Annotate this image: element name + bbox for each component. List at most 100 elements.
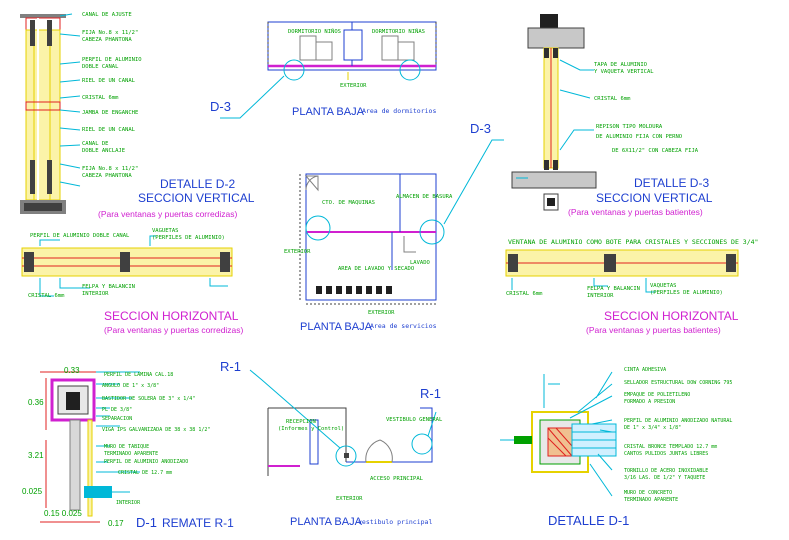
remate-dim: 0.025 [22,487,43,496]
remate-dim: 0.36 [28,398,44,407]
remate-note: PL DE 3/8" [102,407,132,413]
d2-h-note: (PERFILES DE ALUMINIO) [152,235,225,241]
plan-servicios [299,139,504,305]
d2-note: CRISTAL 6mm [82,95,119,101]
d3-horizontal-section [505,249,739,293]
d2-h-note: FELPA Y BALANCIN [82,284,135,290]
d1-note: CRISTAL BRONCE TEMPLADO 12.7 mm [624,444,717,450]
remate-dim: 0.15 0.025 [44,509,82,518]
d1-note: DE 1" x 3/4" x 1/8" [624,425,681,431]
remate-note: VIGA IPS GALVANIZADA DE 38 x 38 1/2" [102,427,210,433]
remate-note: TERMINADO APARENTE [104,451,158,457]
plan1-room: DORMITORIO NIÑAS [372,28,425,35]
plan2-exterior: EXTERIOR [284,249,311,255]
remate-note: CRISTAL DE 12.7 mm [118,470,172,476]
d1-note: FORMADO A PRESION [624,399,675,405]
plan1-exterior: EXTERIOR [340,83,367,89]
plan3-room-right: VESTIBULO GENERAL [386,417,443,423]
plan2-title: PLANTA BAJA [300,321,373,333]
d2-h-note: INTERIOR [82,291,109,297]
remate-dim: 3.21 [28,451,44,460]
plan1-area: Area de dormitorios [362,107,436,115]
d1-note: CANTOS PULIDOS JUNTAS LIBRES [624,451,708,457]
plan-vestibulo [249,369,437,476]
plan2-room: CTO. DE MAQUINAS [322,200,375,206]
detail-d2-vertical-section [20,13,81,214]
plan2-room: AREA DE LAVADO Y SECADO [338,266,414,272]
d2-note: CANAL DE [82,141,109,147]
d2-note: PERFIL DE ALUMINIO [82,57,142,63]
remate-note: PERFIL DE ALUMINIO ANODIZADO [104,459,188,465]
remate-note: SEPARACION [102,416,132,422]
d2-note: CABEZA PHANTONA [82,173,132,179]
d3-note: Y VAQUETA VERTICAL [594,69,654,75]
d3-h-note: CRISTAL 6mm [506,291,543,297]
d3-h-title: SECCION HORIZONTAL [604,309,739,323]
plan3-exterior: EXTERIOR [336,496,363,502]
detail-d3-vertical-section [511,14,597,211]
plan1-room: DORMITORIO NIÑOS [288,28,341,35]
remate-title: REMATE R-1 [162,516,234,530]
d1-note: CINTA ADHESIVA [624,367,666,373]
plan1-title: PLANTA BAJA [292,106,365,118]
d3-subtitle: SECCION VERTICAL [596,191,713,205]
plan2-detail-tag: D-3 [470,121,491,136]
d2-note: DOBLE ANCLAJE [82,148,125,154]
d3-h-note: INTERIOR [587,293,614,299]
d2-notes: CANAL DE AJUSTE FIJA No.8 x 11/2" CABEZA… [82,12,142,179]
d2-h-note: PERFIL DE ALUMINIO DOBLE CANAL [30,233,130,239]
remate-dim: 0.33 [64,366,80,375]
plan3-tag-right: R-1 [420,386,441,401]
d3-h-note: VAQUETAS [650,283,677,289]
plan3-room-left-sub: (Informes y Control) [278,426,344,432]
plan-dormitorios [220,21,437,119]
plan3-title: PLANTA BAJA [290,516,363,528]
d2-note: FIJA No.8 x 11/2" [82,166,138,172]
plan2-room: ALMACEN DE BASURA [396,194,453,200]
d3-title: DETALLE D-3 [634,176,709,190]
d2-subtitle: SECCION VERTICAL [138,191,255,205]
d2-h-note: CRISTAL 6mm [28,293,65,299]
remate-note: INTERIOR [116,500,141,506]
remate-note: PERFIL DE LAMINA CAL.18 [104,372,173,378]
d2-h-caption: (Para ventanas y puertas corredizas) [104,325,244,335]
d1-note: PERFIL DE ALUMINIO ANODIZADO NATURAL [624,418,732,424]
d3-note: REPISON TIPO MOLDURA [596,124,663,130]
d3-h-header: VENTANA DE ALUMINIO COMO BOTE PARA CRIST… [508,238,758,246]
plan3-area: vestibulo principal [358,518,432,526]
remate-note: BASTIDOR DE SOLERA DE 3" x 1/4" [102,396,195,402]
plan2-area: Area de servicios [370,322,437,330]
d2-h-note: VAGUETAS [152,228,179,234]
d3-h-caption: (Para ventanas y puertas batientes) [586,325,721,335]
d2-caption: (Para ventanas y puertas corredizas) [98,209,238,219]
d3-note: TAPA DE ALUMINIO [594,62,647,68]
d1-note: TORNILLO DE ACERO INOXIDABLE [624,468,708,474]
remate-dim: 0.17 [108,519,124,528]
d2-title: DETALLE D-2 [160,177,235,191]
d2-note: DOBLE CANAL [82,64,119,70]
d2-note: CANAL DE AJUSTE [82,12,132,18]
d3-note: CRISTAL 6mm [594,96,631,102]
d2-note: RIEL DE UN CANAL [82,127,136,133]
plan2-room: LAVADO [410,260,430,266]
plan3-access: ACCESO PRINCIPAL [370,476,424,482]
plan1-detail-tag: D-3 [210,99,231,114]
d2-note: FIJA No.8 x 11/2" [82,30,138,36]
d1-note: SELLADOR ESTRUCTURAL DOW CORNING 795 [624,380,732,386]
remate-r1-section [40,371,140,523]
plan3-room-left: RECEPCION [286,419,316,425]
d1-title: DETALLE D-1 [548,513,629,528]
d2-note: RIEL DE UN CANAL [82,78,136,84]
d2-h-notes: PERFIL DE ALUMINIO DOBLE CANAL VAGUETAS … [28,228,225,299]
plan2-exterior-bottom: EXTERIOR [368,310,395,316]
d3-h-note: FELPA Y BALANCIN [587,286,640,292]
d1-note: EMPAQUE DE POLIETILENO [624,392,690,398]
d2-horizontal-section [21,235,233,297]
remate-note: MURO DE TABIQUE [104,444,149,450]
d1-note: MURO DE CONCRETO [624,490,672,496]
remate-note: ANGULO DE 1" x 3/8" [102,383,159,389]
d3-note: DE ALUMINIO FIJA CON PERNO [596,134,682,140]
d1-note: 3/16 LAS. DE 1/2" Y TAQUETE [624,475,705,481]
